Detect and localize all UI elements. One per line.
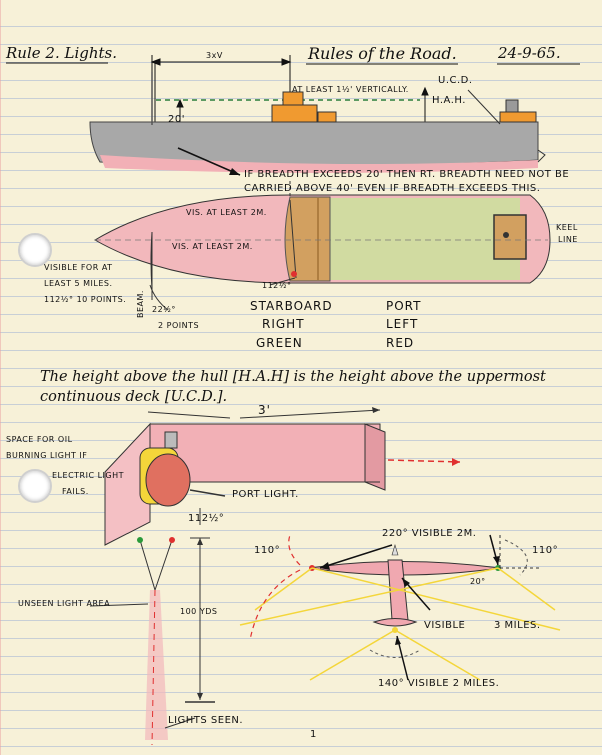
red-label: RED	[386, 336, 415, 350]
vis-top-label: VIS. AT LEAST 2M.	[186, 208, 267, 217]
oil-note-2: BURNING LIGHT IF	[6, 451, 88, 460]
angle-110-right: 110°	[532, 545, 559, 556]
ship-plan-view	[94, 178, 551, 300]
aircraft-lights-diagram	[239, 534, 561, 681]
ucd-label: U.C.D.	[438, 75, 473, 86]
points-2-label: 2 POINTS	[158, 321, 200, 330]
definition-line-1: The height above the hull [H.A.H] is the…	[40, 369, 546, 385]
angle-140-label: 140° VISIBLE 2 MILES.	[378, 678, 500, 689]
punch-hole-bottom	[18, 469, 52, 503]
lights-seen-label: LIGHTS SEEN.	[168, 715, 244, 726]
three-ft-label: 3'	[258, 403, 271, 417]
height-20-label: 20'	[168, 114, 185, 125]
definition-line-2: continuous deck [U.C.D.].	[40, 389, 228, 405]
visible-label: VISIBLE	[424, 620, 466, 631]
lights-seen-diagram	[89, 537, 215, 746]
angle-20-label: 20°	[470, 577, 486, 586]
light-screen-diagram	[104, 407, 461, 546]
page-number: 1	[310, 729, 317, 740]
line-label: LINE	[558, 235, 578, 244]
angle-220-label: 220° VISIBLE 2M.	[382, 528, 477, 539]
port-label: PORT	[386, 299, 422, 313]
oil-note-3: ELECTRIC LIGHT	[52, 471, 125, 480]
hah-label: H.A.H.	[432, 95, 466, 106]
visible-miles-3: 112½° 10 POINTS.	[44, 295, 127, 304]
vis-mid-label: VIS. AT LEAST 2M.	[172, 242, 253, 251]
width-label: 3xV	[206, 51, 223, 60]
visible-miles-1: VISIBLE FOR AT	[44, 263, 113, 272]
unseen-area-label: UNSEEN LIGHT AREA	[18, 599, 111, 608]
page-title: Rules of the Road.	[308, 44, 457, 63]
left-label: LEFT	[386, 317, 419, 331]
at-least-label: AT LEAST 1½' VERTICALLY.	[292, 85, 409, 94]
port-light-label: PORT LIGHT.	[232, 489, 299, 500]
date: 24-9-65.	[498, 44, 561, 62]
green-label: GREEN	[256, 336, 303, 350]
angle-112-small: 112½°	[262, 281, 292, 290]
angle-22-label: 22½°	[152, 305, 176, 314]
visible-miles-2: LEAST 5 MILES.	[44, 279, 113, 288]
width-dimension	[150, 55, 292, 130]
right-label: RIGHT	[262, 317, 305, 331]
oil-note-4: FAILS.	[62, 487, 89, 496]
three-miles-label: 3 MILES.	[494, 620, 541, 631]
rule-title: Rule 2. Lights.	[6, 44, 117, 62]
yards-label: 100 YDS	[180, 607, 218, 616]
breadth-note-1: IF BREADTH EXCEEDS 20' THEN RT. BREADTH …	[244, 169, 570, 180]
ship-side-view	[89, 72, 546, 173]
angle-112-label: 112½°	[188, 513, 225, 524]
breadth-note-2: CARRIED ABOVE 40' EVEN IF BREADTH EXCEED…	[244, 183, 541, 194]
beam-label: BEAM.	[136, 290, 145, 318]
starboard-label: STARBOARD	[250, 299, 333, 313]
keel-label: KEEL	[556, 223, 578, 232]
oil-note-1: SPACE FOR OIL	[6, 435, 73, 444]
angle-110-left: 110°	[254, 545, 281, 556]
punch-hole-top	[18, 233, 52, 267]
